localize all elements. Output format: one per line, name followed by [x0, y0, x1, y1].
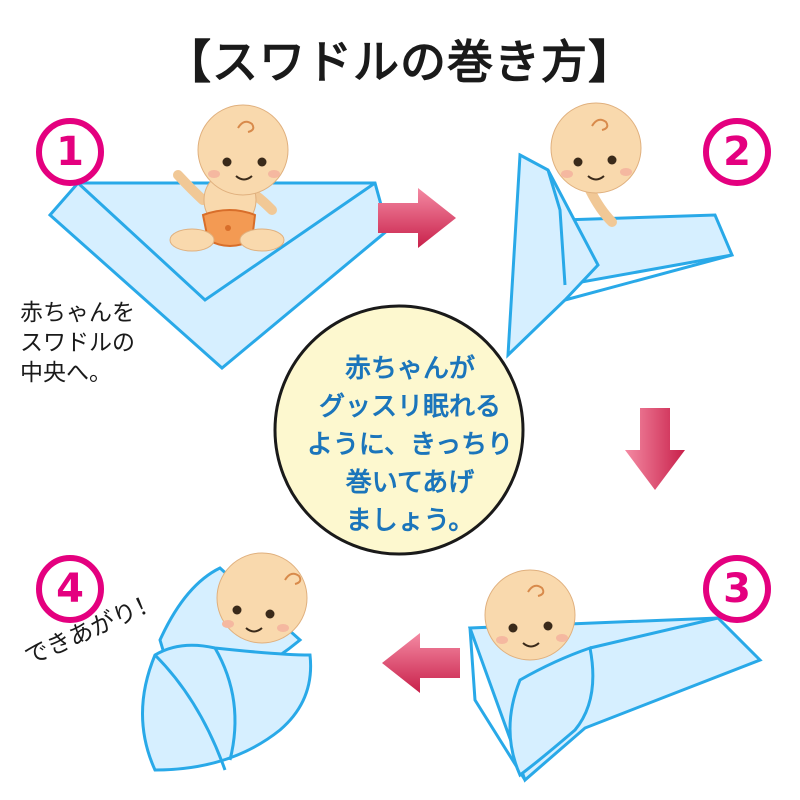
- step4-illustration: [141, 552, 313, 772]
- blanket-step4-wrap: [141, 643, 313, 772]
- arrow-step3-to-4: [382, 633, 460, 693]
- center-message-line: グッスリ眠れる: [318, 392, 501, 422]
- baby-step4: [216, 552, 308, 644]
- step-number-4: 4: [36, 555, 104, 623]
- arrow-step2-to-3: [625, 408, 685, 490]
- step1-note-line: 赤ちゃんを: [20, 300, 135, 326]
- center-message-line: ましょう。: [345, 506, 475, 536]
- center-message: 赤ちゃんが グッスリ眠れる ように、きっちり 巻いてあげ ましょう。: [300, 350, 520, 540]
- step-number-2: 2: [703, 118, 771, 186]
- baby-step3: [484, 569, 576, 661]
- step2-illustration: [506, 102, 735, 359]
- step3-illustration: [467, 569, 763, 783]
- baby-step1: [169, 104, 289, 252]
- center-message-line: 赤ちゃんが: [344, 354, 475, 384]
- step-number-1: 1: [36, 118, 104, 186]
- page-title: 【スワドルの巻き方】: [165, 35, 635, 89]
- baby-step2: [550, 102, 642, 227]
- center-message-line: 巻いてあげ: [345, 468, 475, 498]
- step1-illustration: [47, 104, 390, 370]
- step1-note-line: 中央へ。: [20, 360, 112, 386]
- center-circle: [273, 304, 525, 556]
- step1-note: 赤ちゃんを スワドルの 中央へ。: [20, 298, 135, 388]
- step1-note-line: スワドルの: [20, 330, 135, 356]
- blanket-step2-fold: [506, 152, 600, 359]
- arrow-step1-to-2: [378, 188, 456, 248]
- center-message-line: ように、きっちり: [306, 430, 514, 460]
- blanket-step3-fold: [508, 646, 595, 778]
- step-number-3: 3: [703, 555, 771, 623]
